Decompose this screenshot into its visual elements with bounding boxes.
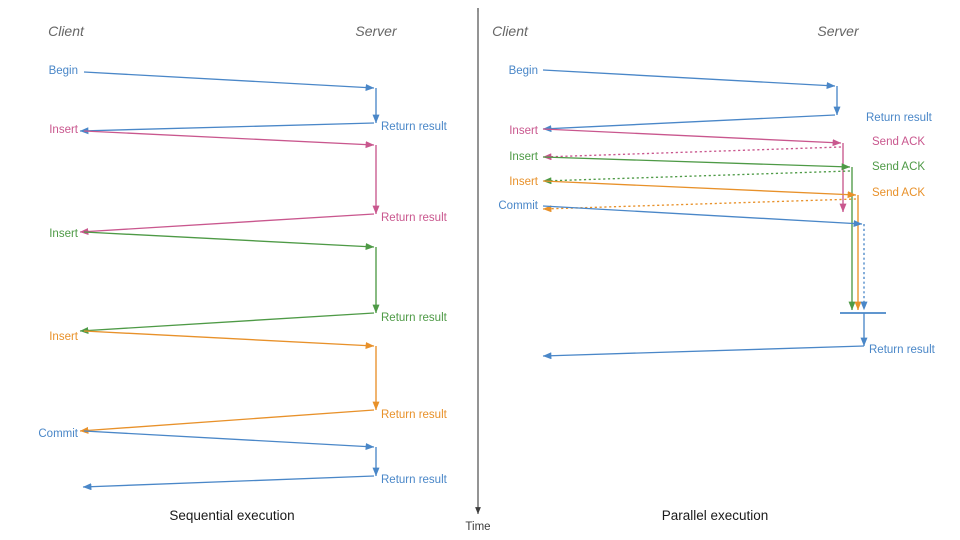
sequential-commit-reply-arrow	[82, 475, 375, 491]
sequential-commit-request-arrow	[83, 430, 375, 451]
parallel-begin-reply-label: Return result	[866, 112, 933, 124]
parallel-insert-3-request-label: Insert	[509, 176, 539, 188]
parallel-begin-reply-arrow	[542, 114, 836, 133]
time-axis-layer: Time	[465, 12, 491, 533]
sequential-begin-request-arrow	[83, 71, 375, 92]
sequential-begin-request-label: Begin	[49, 65, 78, 77]
parallel-insert-1-reply-arrow	[542, 146, 842, 161]
parallel-insert-2-request-label: Insert	[509, 151, 539, 163]
parallel-insert-1-request-label: Insert	[509, 125, 539, 137]
sequential-insert-1-request-arrow	[83, 130, 375, 149]
sequential-insert-2-request-arrow	[83, 231, 375, 251]
parallel-begin-request-arrow	[542, 69, 836, 90]
sequential-commit-reply-label: Return result	[381, 474, 448, 486]
sequential-insert-2-reply-label: Return result	[381, 312, 448, 324]
sequential-commit-request-label: Commit	[38, 428, 78, 440]
parallel-insert-3-reply-arrow	[542, 198, 857, 213]
sequential-insert-3-request-label: Insert	[49, 331, 79, 343]
parallel-insert-2-reply-label: Send ACK	[872, 161, 925, 173]
sequential-insert-1-reply-label: Return result	[381, 212, 448, 224]
parallel-insert-2-request-arrow	[542, 156, 851, 171]
sequential-insert-2-reply-arrow	[79, 312, 375, 334]
sequential-insert-1-reply-arrow	[79, 213, 375, 235]
message-flow-layer	[79, 69, 886, 491]
sequential-server-lane-title: Server	[355, 23, 398, 39]
parallel-commit-request-arrow	[542, 205, 863, 228]
parallel-server-lane-title: Server	[817, 23, 860, 39]
parallel-begin-request-label: Begin	[509, 65, 538, 77]
parallel-client-lane-title: Client	[492, 23, 529, 39]
parallel-final-return-reply-label: Return result	[869, 344, 936, 356]
sequential-insert-3-request-arrow	[83, 330, 375, 350]
sequential-client-lane-title: Client	[48, 23, 85, 39]
sequential-insert-1-request-label: Insert	[49, 124, 79, 136]
sequential-begin-reply-arrow	[79, 122, 375, 135]
parallel-insert-3-reply-label: Send ACK	[872, 187, 925, 199]
sequential-insert-3-reply-label: Return result	[381, 409, 448, 421]
parallel-insert-1-request-arrow	[542, 128, 842, 147]
parallel-insert-1-reply-label: Send ACK	[872, 136, 925, 148]
parallel-commit-request-label: Commit	[498, 200, 538, 212]
parallel-insert-3-request-arrow	[542, 180, 857, 199]
time-axis-label: Time	[465, 521, 490, 533]
sequential-panel-caption: Sequential execution	[169, 508, 294, 523]
parallel-final-return-reply-arrow	[542, 345, 865, 360]
sequential-insert-3-reply-arrow	[79, 409, 375, 434]
sequential-insert-2-request-label: Insert	[49, 228, 79, 240]
parallel-panel-caption: Parallel execution	[662, 508, 769, 523]
parallel-insert-2-reply-arrow	[542, 170, 851, 185]
sequential-begin-reply-label: Return result	[381, 121, 448, 133]
